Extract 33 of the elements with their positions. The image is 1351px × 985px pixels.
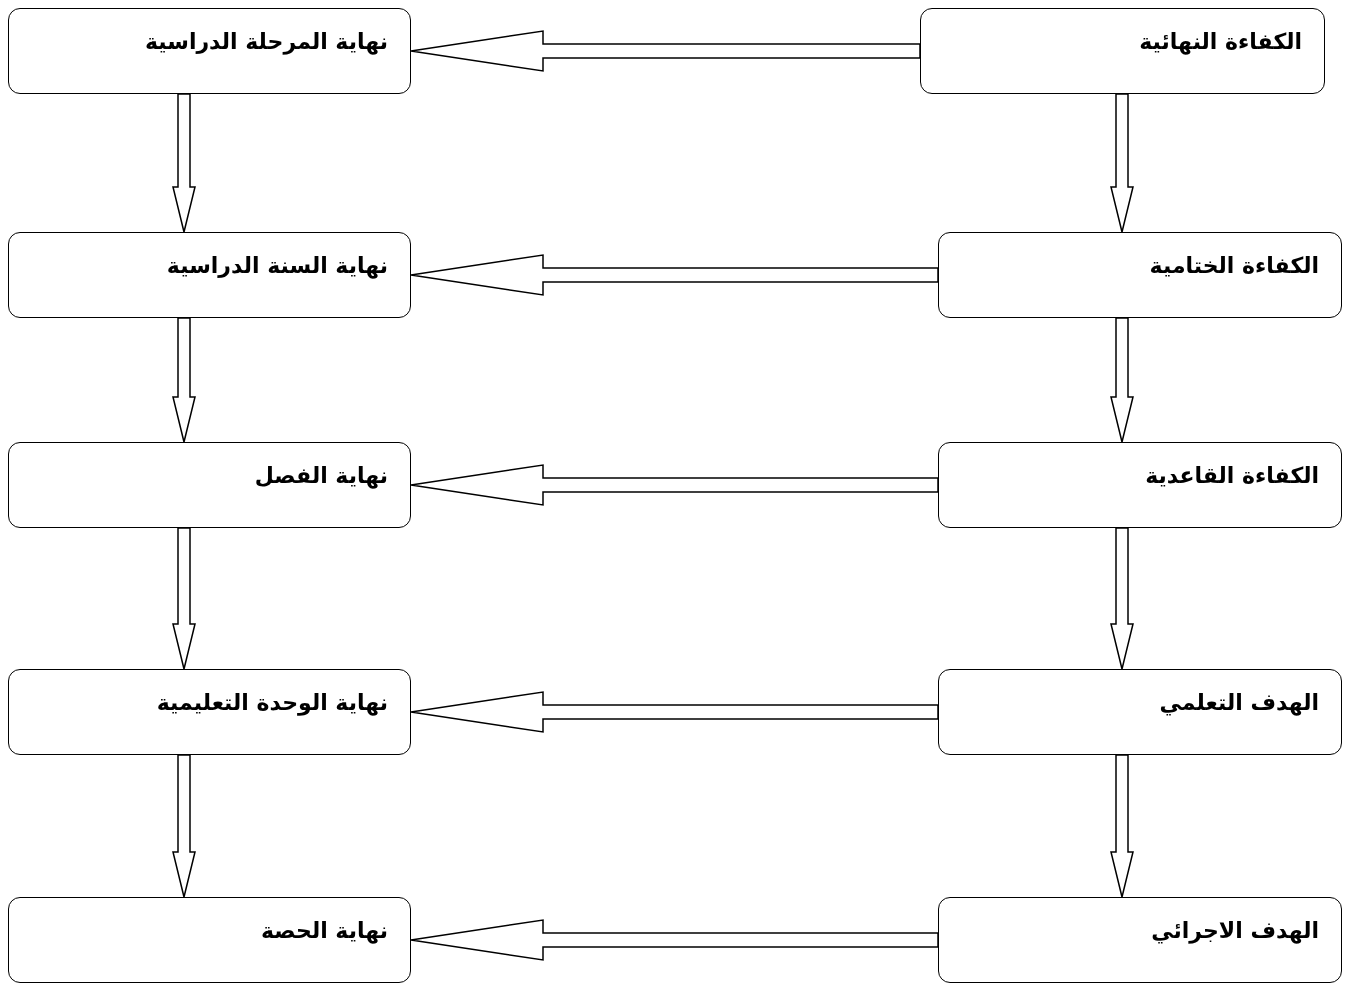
process-box: [8, 232, 411, 318]
block-arrow: [410, 919, 939, 961]
box-label: نهاية الفصل: [254, 463, 388, 488]
block-arrow: [1110, 317, 1134, 443]
process-box: [938, 232, 1342, 318]
box-label: الهدف الاجرائي: [1151, 918, 1319, 943]
process-box: [938, 897, 1342, 983]
process-box: [920, 8, 1325, 94]
block-arrow: [172, 754, 196, 898]
box-label: الكفاءة النهائية: [1139, 29, 1302, 54]
box-label: نهاية الحصة: [261, 918, 388, 943]
box-label: نهاية الوحدة التعليمية: [156, 690, 388, 715]
box-label: نهاية السنة الدراسية: [166, 253, 388, 278]
process-box: [938, 442, 1342, 528]
block-arrow: [1110, 527, 1134, 670]
block-arrow: [410, 464, 939, 506]
block-arrow: [172, 93, 196, 233]
process-box: [938, 669, 1342, 755]
box-label: الكفاءة الختامية: [1149, 253, 1319, 278]
block-arrow: [410, 691, 939, 733]
process-box: [8, 8, 411, 94]
process-box: [8, 669, 411, 755]
block-arrow: [172, 317, 196, 443]
process-box: [8, 897, 411, 983]
box-label: نهاية المرحلة الدراسية: [144, 29, 388, 54]
block-arrow: [1110, 754, 1134, 898]
process-box: [8, 442, 411, 528]
box-label: الهدف التعلمي: [1159, 690, 1319, 715]
block-arrow: [1110, 93, 1134, 233]
block-arrow: [172, 527, 196, 670]
box-label: الكفاءة القاعدية: [1145, 463, 1319, 488]
block-arrow: [410, 30, 921, 72]
block-arrow: [410, 254, 939, 296]
